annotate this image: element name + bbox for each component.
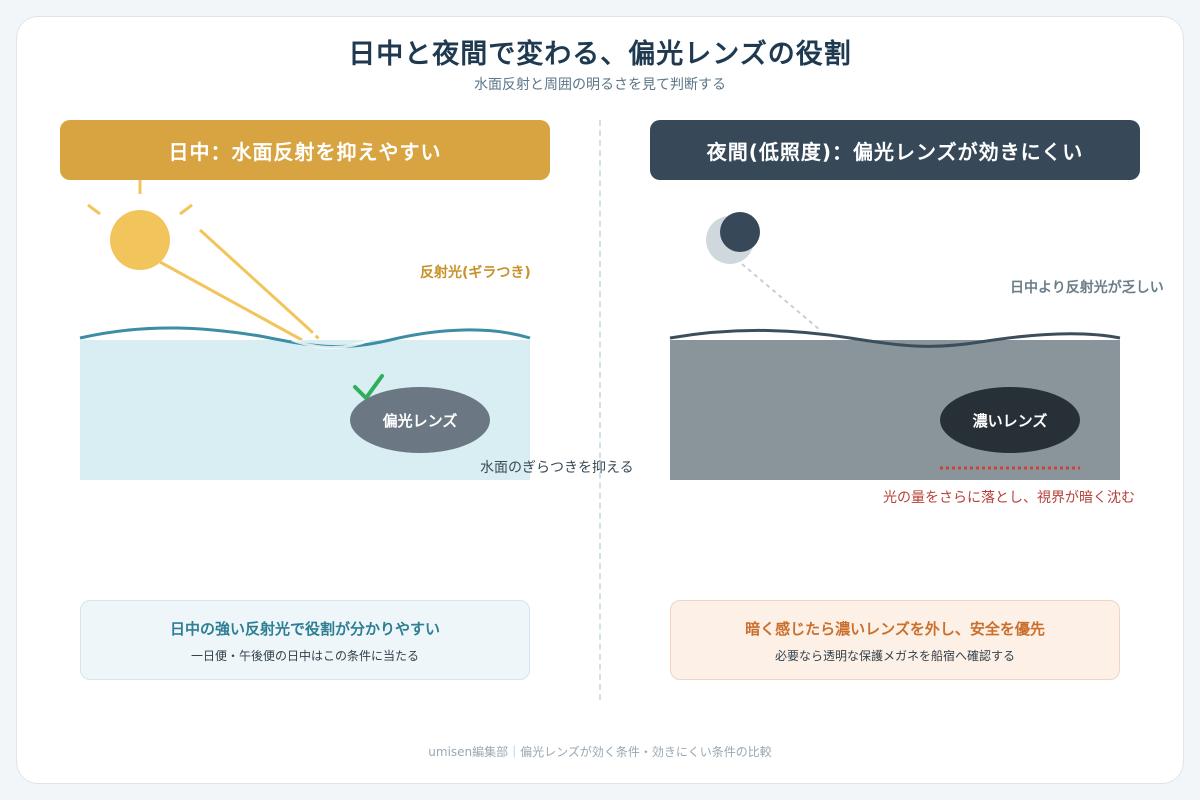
footer-credit: umisen編集部｜偏光レンズが効く条件・効きにくい条件の比較 <box>428 745 772 759</box>
night-scene: 濃いレンズ <box>669 212 1121 480</box>
night-summary-box: 暗く感じたら濃いレンズを外し、安全を優先 必要なら透明な保護メガネを船宿へ確認す… <box>670 600 1120 680</box>
sun-icon <box>87 180 193 270</box>
dark-lens-label: 濃いレンズ <box>973 412 1048 430</box>
glare-label: 反射光(ギラつき) <box>420 265 531 281</box>
suppress-glare-label: 水面のぎらつきを抑える <box>480 460 634 476</box>
night-header-label: 夜間(低照度)：偏光レンズが効きにくい <box>706 139 1084 164</box>
night-header: 夜間(低照度)：偏光レンズが効きにくい <box>650 120 1140 180</box>
day-summary-box: 日中の強い反射光で役割が分かりやすい 一日便・午後便の日中はこの条件に当たる <box>80 600 530 680</box>
glare-highlight <box>291 338 371 349</box>
center-divider <box>599 120 601 700</box>
night-wave <box>669 328 1121 348</box>
day-summary-title: 日中の強い反射光で役割が分かりやすい <box>169 620 440 638</box>
day-summary-body: 一日便・午後便の日中はこの条件に当たる <box>190 649 419 663</box>
check-icon <box>353 374 384 400</box>
day-header-label: 日中：水面反射を抑えやすい <box>168 139 442 164</box>
day-header: 日中：水面反射を抑えやすい <box>60 120 550 180</box>
sunlight-rays <box>159 228 322 342</box>
moonlight-ray <box>741 263 821 331</box>
weak-reflection-label: 日中より反射光が乏しい <box>1010 280 1164 296</box>
night-summary-title: 暗く感じたら濃いレンズを外し、安全を優先 <box>745 620 1045 638</box>
day-scene: 偏光レンズ <box>79 180 531 480</box>
polarized-lens <box>350 387 490 453</box>
night-summary-body: 必要なら透明な保護メガネを船宿へ確認する <box>774 649 1015 663</box>
dark-lens <box>940 387 1080 453</box>
page-subtitle: 水面反射と周囲の明るさを見て判断する <box>474 77 726 93</box>
darker-view-label: 光の量をさらに落とし、視界が暗く沈む <box>883 490 1135 506</box>
page-title: 日中と夜間で変わる、偏光レンズの役割 <box>348 39 852 70</box>
polarized-lens-label: 偏光レンズ <box>383 412 458 430</box>
moon-icon <box>706 212 760 264</box>
